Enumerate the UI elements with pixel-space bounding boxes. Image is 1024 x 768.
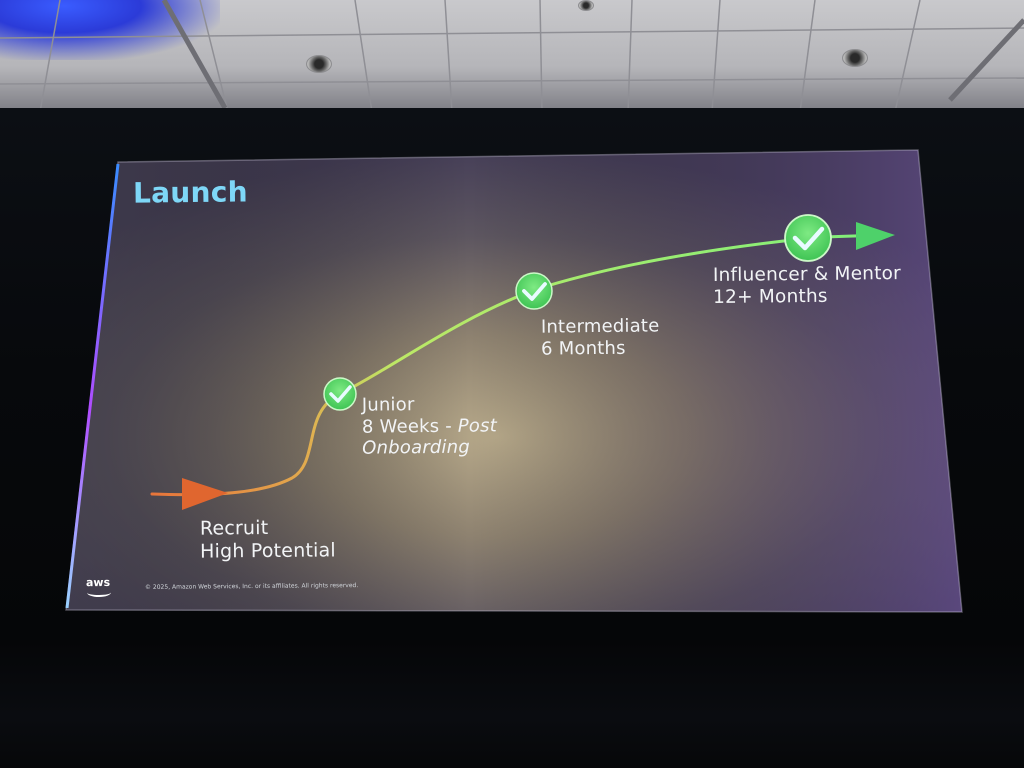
ceiling [0, 0, 1024, 112]
ceiling-light [306, 55, 332, 73]
ceiling-light [578, 0, 594, 11]
stage-floor [0, 640, 1024, 768]
ceiling-tile-grid [0, 0, 1024, 112]
ceiling-light [842, 49, 868, 67]
